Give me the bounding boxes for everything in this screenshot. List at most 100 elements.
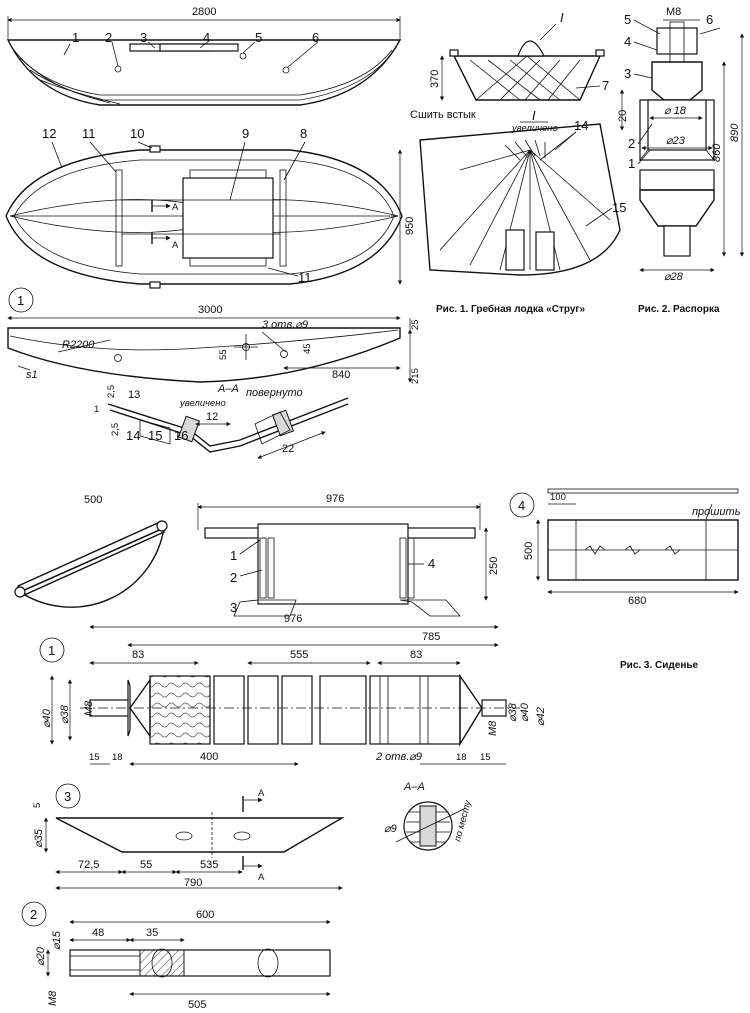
dim-m8-c: М8 bbox=[487, 720, 499, 736]
dim-phi35: ⌀35 bbox=[33, 828, 45, 848]
dim-12: 12 bbox=[206, 411, 218, 423]
cut-a-4: А bbox=[258, 872, 265, 883]
dim-15-a: 15 bbox=[89, 752, 100, 763]
dim-25: 25 bbox=[410, 319, 421, 330]
dim-phi42: ⌀42 bbox=[535, 707, 547, 726]
dim-500: 500 bbox=[84, 494, 102, 506]
dim-535: 535 bbox=[200, 859, 218, 871]
dim-m8-d: М8 bbox=[47, 990, 59, 1006]
label-sec-14: 14 bbox=[126, 428, 140, 443]
label-detail-14: 14 bbox=[574, 118, 588, 133]
dim-215: 215 bbox=[410, 368, 421, 384]
label-seat-1: 1 bbox=[230, 548, 237, 563]
note-sew-butt: Сшить встык bbox=[410, 109, 476, 121]
label-strut-3: 3 bbox=[624, 66, 631, 81]
dim-phi23: ⌀23 bbox=[666, 135, 686, 147]
dim-55-b: 55 bbox=[140, 859, 152, 871]
bow-cone-view: 370 I 7 bbox=[429, 10, 609, 101]
dim-2800: 2800 bbox=[192, 6, 216, 18]
dim-m8-b: М8 bbox=[83, 700, 95, 716]
dim-2-5a: 2,5 bbox=[106, 385, 117, 398]
dim-83-b: 83 bbox=[410, 649, 422, 661]
dim-18-b: 18 bbox=[456, 752, 467, 763]
dim-250: 250 bbox=[488, 557, 500, 575]
label-strut-2: 2 bbox=[628, 136, 635, 151]
dim-55: 55 bbox=[218, 349, 229, 360]
label-strut-5: 5 bbox=[624, 12, 631, 27]
label-side-6: 6 bbox=[312, 30, 319, 45]
dim-1: 1 bbox=[94, 404, 99, 415]
note-holes-seat: 2 отв.⌀9 bbox=[375, 751, 422, 763]
label-side-3: 3 bbox=[140, 30, 147, 45]
dim-5: 5 bbox=[32, 803, 43, 808]
captions: Рис. 1. Гребная лодка «Струг» Рис. 2. Ра… bbox=[436, 303, 720, 671]
dim-860: 860 bbox=[711, 143, 723, 162]
seat-assembly: 976 250 1 2 3 4 bbox=[197, 493, 500, 617]
dim-890: 890 bbox=[729, 123, 741, 142]
label-sec-15: 15 bbox=[148, 428, 162, 443]
cut-a-3: А bbox=[258, 788, 265, 799]
dim-370: 370 bbox=[429, 70, 441, 88]
dim-840: 840 bbox=[332, 369, 350, 381]
dim-555: 555 bbox=[290, 649, 308, 661]
label-side-4: 4 bbox=[203, 30, 210, 45]
note-s1: s1 bbox=[26, 369, 38, 381]
detail-1-seat-tube: 1 976 785 83 555 83 ⌀40 ⌀38 М8 ⌀38 ⌀40 ⌀… bbox=[39, 613, 547, 767]
dim-976-a: 976 bbox=[326, 493, 344, 505]
dim-phi38-b: ⌀38 bbox=[507, 702, 519, 722]
label-side-5: 5 bbox=[255, 30, 262, 45]
aa-seat-title: А–А bbox=[403, 781, 425, 793]
dim-976-b: 976 bbox=[284, 613, 302, 625]
label-top-11b: 11 bbox=[298, 270, 312, 285]
dim-83-a: 83 bbox=[132, 649, 144, 661]
note-holes: 3 отв.⌀9 bbox=[262, 319, 308, 331]
dim-18-a: 18 bbox=[112, 752, 123, 763]
note-enlarged-i: увеличено bbox=[511, 123, 558, 134]
dim-phi40-a: ⌀40 bbox=[41, 708, 53, 728]
dim-500-b: 500 bbox=[523, 542, 535, 560]
boat-top-view: 950 12 11 10 9 8 11 А А bbox=[5, 126, 416, 289]
dim-20: 20 bbox=[617, 110, 629, 122]
roman-i-2: I bbox=[532, 108, 536, 123]
detail-4-label: 4 bbox=[518, 498, 525, 513]
detail-3-label: 3 bbox=[64, 789, 71, 804]
label-seat-2: 2 bbox=[230, 570, 237, 585]
note-sew: прошить bbox=[692, 506, 741, 518]
label-top-8: 8 bbox=[300, 126, 307, 141]
boat-side-view: 2800 1 2 3 4 5 6 bbox=[6, 6, 402, 106]
label-seat-4: 4 bbox=[428, 556, 435, 571]
dim-phi28: ⌀28 bbox=[664, 271, 684, 283]
dim-phi38-a: ⌀38 bbox=[59, 704, 71, 724]
dim-785: 785 bbox=[422, 631, 440, 643]
seat-side-view: 500 bbox=[14, 494, 168, 608]
dim-35: 35 bbox=[146, 927, 158, 939]
section-aa-title: А–А bbox=[217, 383, 239, 395]
detail-1b-label: 1 bbox=[48, 643, 55, 658]
label-side-2: 2 bbox=[105, 30, 112, 45]
dim-400: 400 bbox=[200, 751, 218, 763]
detail-i-enlarged: Сшить встык I увеличено 14 15 bbox=[410, 108, 626, 276]
label-sec-13: 13 bbox=[128, 389, 140, 401]
label-sec-16: 16 bbox=[174, 428, 188, 443]
label-detail-15: 15 bbox=[612, 200, 626, 215]
roman-i: I bbox=[560, 10, 564, 25]
dim-45: 45 bbox=[302, 343, 313, 354]
dim-48: 48 bbox=[92, 927, 104, 939]
dim-phi9: ⌀9 bbox=[384, 823, 397, 835]
label-strut-4: 4 bbox=[624, 34, 631, 49]
dim-phi20: ⌀20 bbox=[35, 946, 47, 966]
label-strut-1: 1 bbox=[628, 156, 635, 171]
label-top-9: 9 bbox=[242, 126, 249, 141]
label-seat-3: 3 bbox=[230, 600, 237, 615]
dim-phi40-b: ⌀40 bbox=[519, 702, 531, 722]
note-enlarged-aa: увеличено bbox=[179, 398, 226, 409]
section-aa-rotated: 22 12 А–А повернуто увеличено 1 2,5 2,5 … bbox=[94, 383, 349, 459]
dim-phi15: ⌀15 bbox=[51, 930, 63, 950]
dim-22: 22 bbox=[282, 443, 294, 455]
dim-2-5b: 2,5 bbox=[110, 423, 121, 436]
dim-phi18: ⌀ 18 bbox=[664, 105, 687, 117]
caption-fig2: Рис. 2. Распорка bbox=[638, 304, 720, 315]
cut-a-2: А bbox=[172, 240, 179, 251]
label-strut-6: 6 bbox=[706, 12, 713, 27]
